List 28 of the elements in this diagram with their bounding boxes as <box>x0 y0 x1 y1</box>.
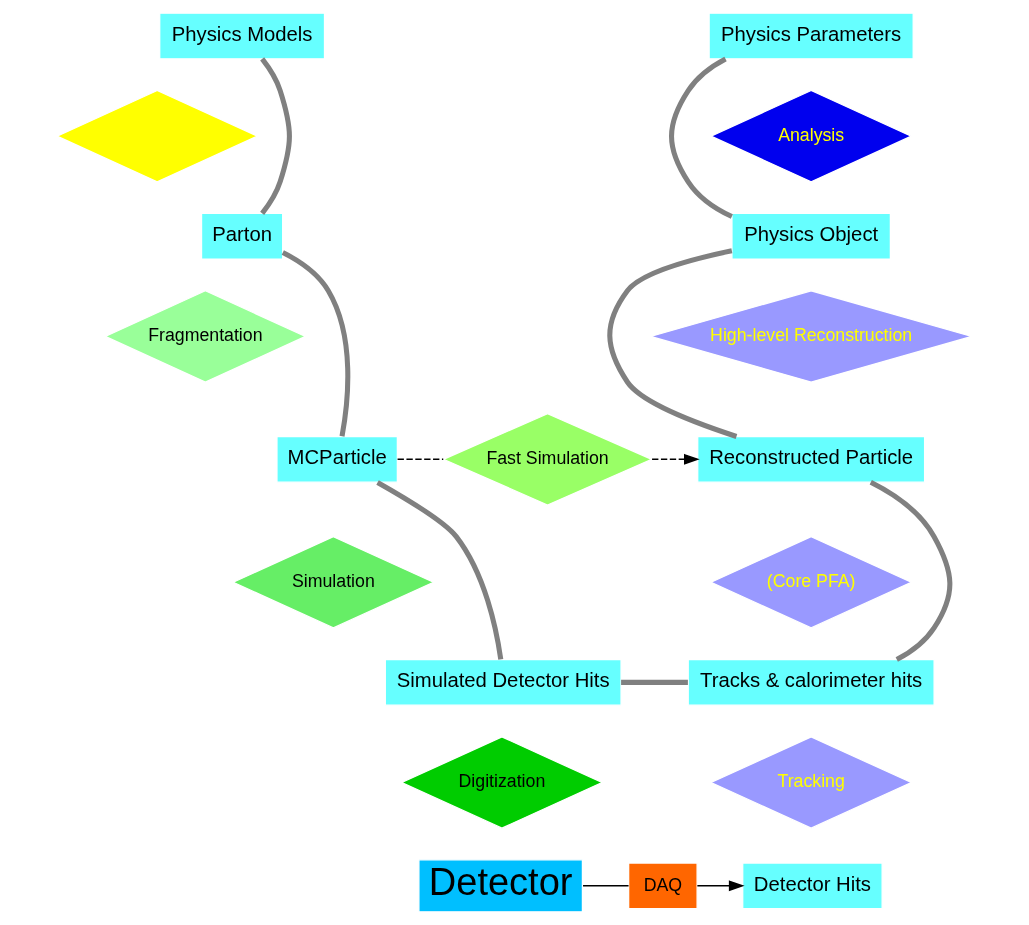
node-box: Tracks & calorimeter hits <box>687 658 935 706</box>
connector <box>582 885 630 887</box>
node-box: Simulated Detector Hits <box>384 658 622 706</box>
connector <box>376 480 504 660</box>
node-box: Physics Object <box>731 212 891 260</box>
node-box: Parton <box>200 212 284 260</box>
node-box: Detector Hits <box>742 862 883 910</box>
connector <box>260 57 292 215</box>
node-diamond: Simulation <box>231 535 435 629</box>
connector <box>607 248 738 439</box>
node-box: Detector <box>418 859 584 913</box>
connector <box>396 458 445 461</box>
node-box: Physics Parameters <box>708 12 914 60</box>
node-diamond: Digitization <box>400 736 604 829</box>
connector <box>669 56 733 219</box>
node-box: MCParticle <box>276 435 398 483</box>
node-box: DAQ <box>628 862 698 910</box>
arrow <box>651 453 700 465</box>
connector <box>869 480 953 662</box>
node-diamond <box>55 89 259 183</box>
node-diamond: (Core PFA) <box>709 535 913 629</box>
arrow <box>696 880 745 892</box>
node-diamond: Tracking <box>709 736 913 829</box>
connector <box>621 679 688 685</box>
node-box: Physics Models <box>159 12 326 60</box>
connector <box>281 250 351 437</box>
node-diamond: Analysis <box>709 89 913 183</box>
node-box: Reconstructed Particle <box>697 435 926 483</box>
